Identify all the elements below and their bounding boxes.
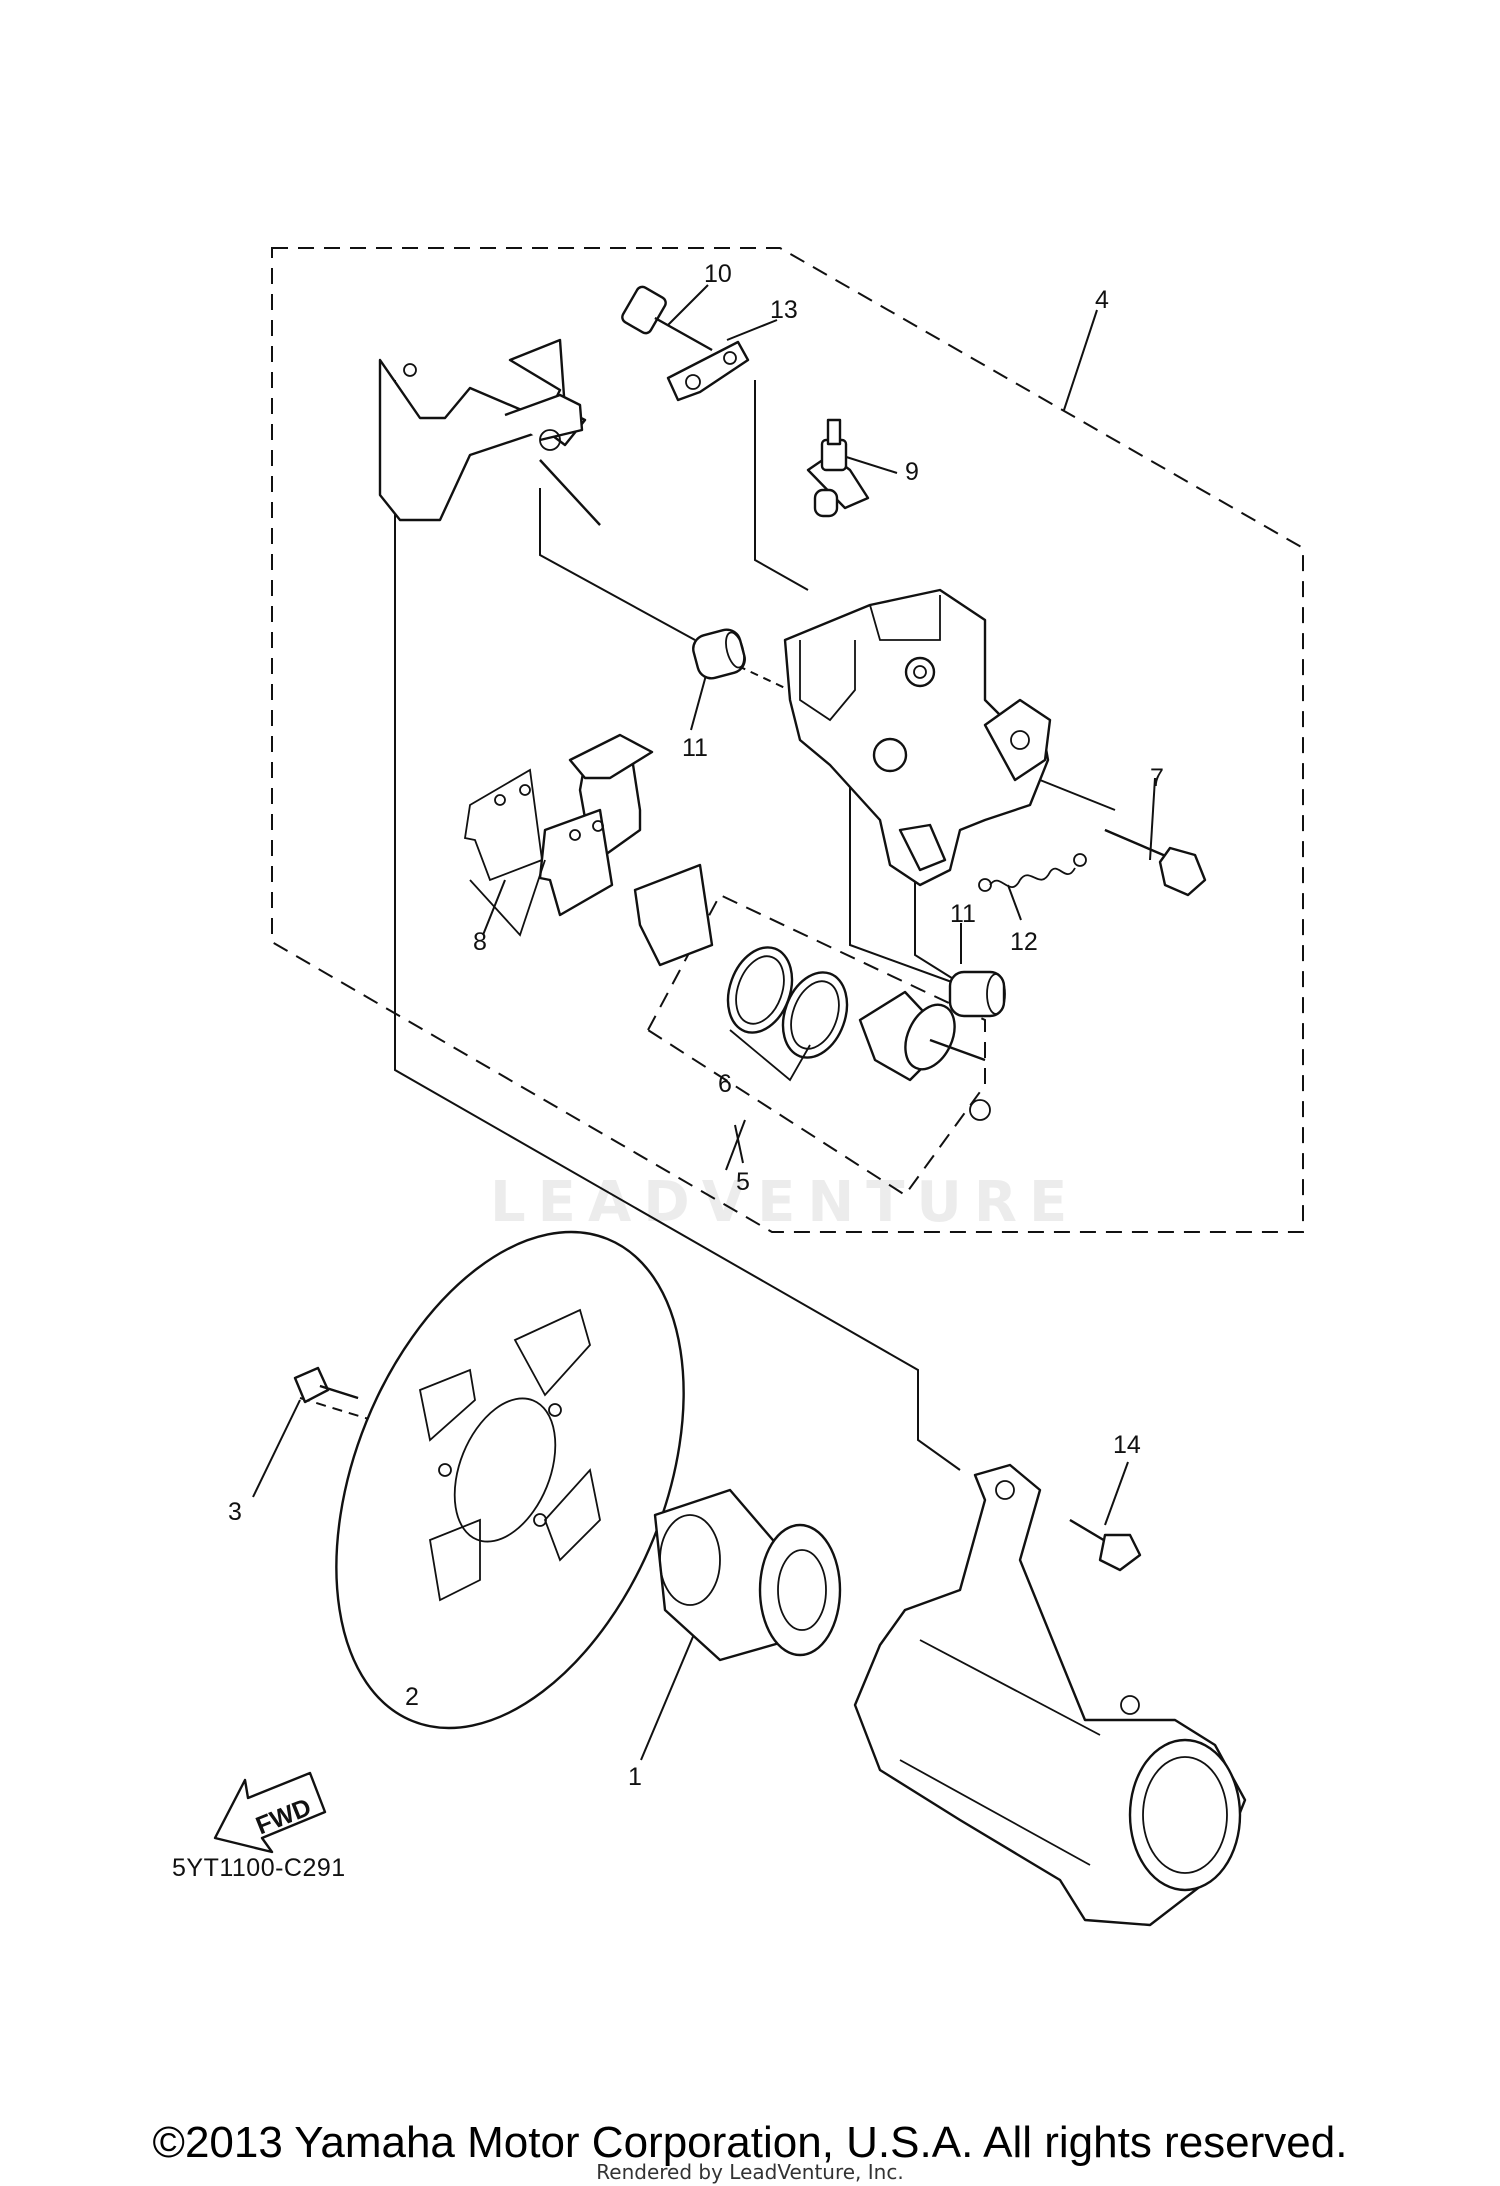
callout-11-upper: 11 — [682, 734, 708, 762]
caliper-body — [783, 588, 1052, 887]
seals-6 — [726, 946, 849, 1082]
piston-kit-outline — [646, 893, 986, 1197]
fwd-arrow: FWD — [213, 1771, 327, 1854]
hub-1 — [653, 1488, 842, 1662]
pad-clip — [568, 733, 654, 780]
callout-labels: 1 2 3 4 5 6 7 8 9 10 11 11 12 13 14 — [228, 260, 1164, 1791]
callout-1: 1 — [628, 1763, 642, 1791]
callout-14: 14 — [1113, 1431, 1141, 1459]
callout-12: 12 — [1010, 928, 1038, 956]
piston — [858, 990, 991, 1121]
bleed-screw-9 — [806, 418, 870, 518]
boot-11-lower — [948, 970, 1006, 1018]
callout-8: 8 — [473, 928, 487, 956]
bolt-14 — [1069, 1518, 1142, 1572]
callout-3: 3 — [228, 1498, 242, 1526]
caliper-assembly-outline — [271, 247, 1304, 1233]
bolt-7 — [1104, 828, 1207, 897]
callout-10: 10 — [704, 260, 732, 288]
caliper-bracket — [378, 338, 601, 526]
callout-6: 6 — [718, 1070, 732, 1098]
plate-13 — [666, 340, 750, 402]
callout-4: 4 — [1095, 286, 1109, 314]
bolt-10 — [621, 285, 713, 352]
callout-11-lower: 11 — [950, 900, 976, 928]
diagram-code: 5YT1100-C291 — [172, 1854, 346, 1882]
callout-13: 13 — [770, 296, 798, 324]
boot-11-upper — [692, 628, 746, 680]
spring-12 — [978, 853, 1087, 892]
callout-2: 2 — [405, 1683, 419, 1711]
brake-pads-8 — [463, 743, 714, 967]
brake-disc-2 — [335, 1230, 685, 1730]
bolt-3 — [293, 1366, 359, 1404]
rendered-by-notice: Rendered by LeadVenture, Inc. — [596, 2160, 904, 2184]
axle-housing — [853, 1463, 1247, 1927]
callout-5: 5 — [736, 1168, 750, 1196]
callout-9: 9 — [905, 458, 919, 486]
copyright-notice: ©2013 Yamaha Motor Corporation, U.S.A. A… — [152, 2118, 1348, 2167]
callout-7: 7 — [1150, 764, 1164, 792]
